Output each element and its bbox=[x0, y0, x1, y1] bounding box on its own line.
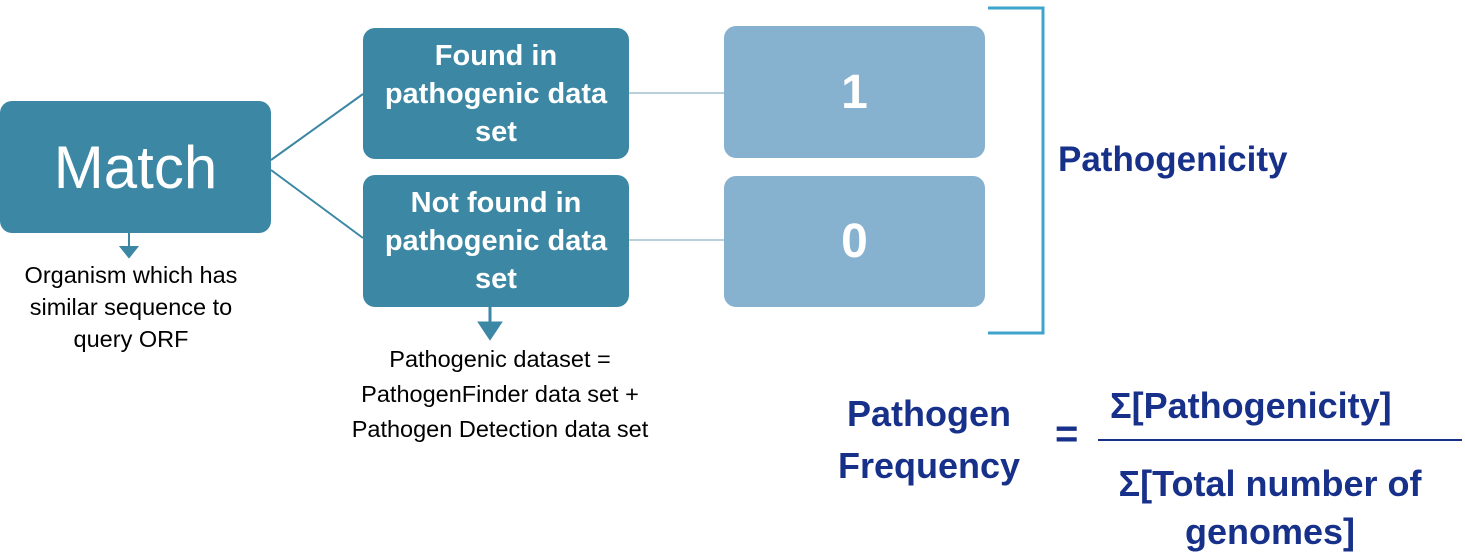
value-one: 1 bbox=[841, 65, 868, 119]
bracket bbox=[988, 6, 1045, 335]
value-one-box: 1 bbox=[724, 26, 985, 158]
found-label: Found in pathogenic data set bbox=[384, 39, 608, 148]
match-label: Match bbox=[53, 133, 218, 201]
down-arrow-match bbox=[118, 233, 140, 259]
value-zero-box: 0 bbox=[724, 176, 985, 307]
equals-sign: = bbox=[1055, 412, 1079, 456]
connector-match-to-found bbox=[270, 93, 364, 161]
found-in-pathogenic-box: Found in pathogenic data set bbox=[363, 28, 629, 159]
formula-denominator: Σ[Total number of genomes] bbox=[1118, 463, 1422, 552]
match-note: Organism which has similar sequence to q… bbox=[24, 262, 238, 352]
pathogen-frequency-label: Pathogen Frequency bbox=[837, 393, 1021, 486]
down-arrow-dataset bbox=[477, 307, 503, 341]
not-found-label: Not found in pathogenic data set bbox=[384, 187, 608, 295]
pathogenic-dataset-note: Pathogenic dataset = PathogenFinder data… bbox=[351, 346, 649, 442]
connector-match-to-notfound bbox=[270, 169, 364, 239]
formula-numerator: Σ[Pathogenicity] bbox=[1110, 385, 1392, 426]
not-found-in-pathogenic-box: Not found in pathogenic data set bbox=[363, 175, 629, 307]
value-zero: 0 bbox=[841, 215, 868, 268]
pathogenicity-label: Pathogenicity bbox=[1058, 140, 1288, 179]
match-box: Match bbox=[0, 101, 271, 233]
